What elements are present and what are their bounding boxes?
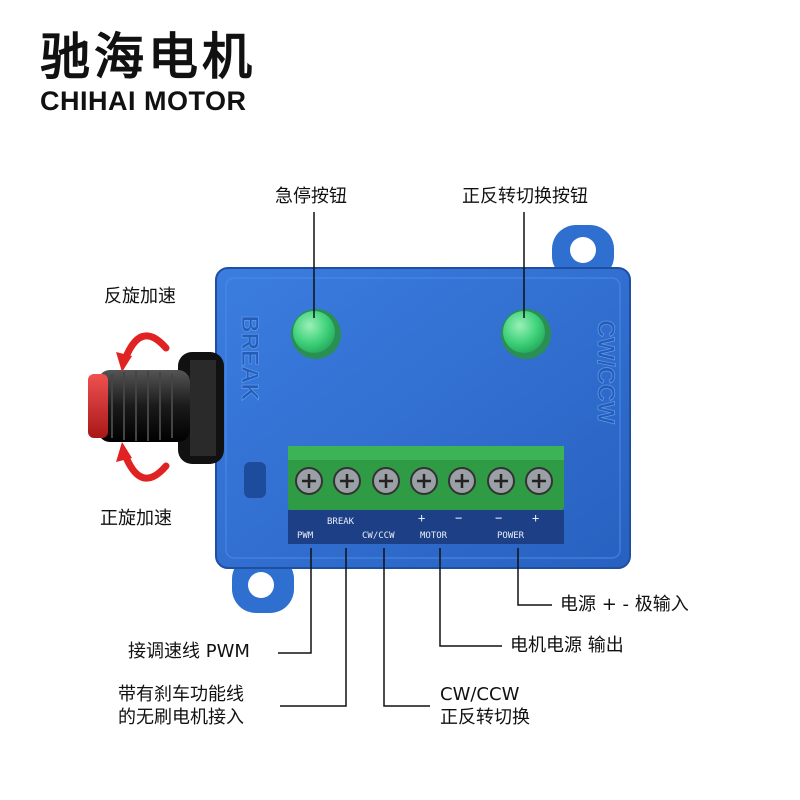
terminal-screw[interactable] bbox=[372, 467, 400, 495]
silk-power-plus: + bbox=[532, 511, 539, 525]
terminal-screw[interactable] bbox=[525, 467, 553, 495]
label-ccw-accelerate: 反旋加速 bbox=[104, 286, 176, 307]
pcb-silkscreen-area bbox=[288, 510, 564, 544]
terminal-screw[interactable] bbox=[410, 467, 438, 495]
label-cw-accelerate: 正旋加速 bbox=[100, 508, 172, 529]
mounting-ear-bottom-left bbox=[232, 555, 294, 613]
embossed-break-label: BREAK bbox=[236, 315, 263, 401]
embossed-cw-ccw-label: CW/CCW bbox=[592, 320, 619, 424]
ccw-rotation-arrow-icon bbox=[116, 332, 170, 372]
silk-power: POWER bbox=[497, 531, 525, 541]
silk-pwm: PWM bbox=[297, 531, 314, 541]
label-pwm-line: 接调速线 PWM bbox=[128, 641, 250, 662]
silk-power-minus: − bbox=[495, 511, 502, 525]
label-power-input: 电源 + - 极输入 bbox=[560, 594, 689, 615]
leader-cw-ccw bbox=[383, 548, 430, 707]
label-direction-switch: 正反转切换按钮 bbox=[462, 186, 588, 207]
silk-cw-ccw: CW/CCW bbox=[362, 531, 395, 541]
brand-name-chinese: 驰海电机 bbox=[40, 28, 256, 86]
label-brake-line: 带有刹车功能线 的无刷电机接入 bbox=[118, 684, 244, 729]
label-brake-line-2: 的无刷电机接入 bbox=[118, 706, 244, 728]
terminal-screw[interactable] bbox=[333, 467, 361, 495]
emergency-stop-button[interactable] bbox=[291, 309, 341, 359]
speed-knob[interactable] bbox=[88, 352, 224, 464]
silk-break: BREAK bbox=[327, 517, 355, 527]
leader-pwm bbox=[278, 548, 312, 654]
brand-name-english: CHIHAI MOTOR bbox=[40, 86, 247, 116]
leader-brake bbox=[280, 548, 347, 707]
silk-motor: MOTOR bbox=[420, 531, 448, 541]
direction-switch-button[interactable] bbox=[501, 309, 551, 359]
leader-motor-output bbox=[439, 548, 502, 647]
label-motor-output: 电机电源 输出 bbox=[510, 635, 624, 656]
mounting-ear-top-right bbox=[552, 225, 614, 280]
terminal-screw[interactable] bbox=[295, 467, 323, 495]
silk-motor-plus: + bbox=[418, 511, 425, 525]
label-brake-line-1: 带有刹车功能线 bbox=[118, 684, 244, 705]
side-slot bbox=[244, 462, 266, 498]
label-cw-ccw-line: CW/CCW 正反转切换 bbox=[440, 684, 530, 729]
cw-rotation-arrow-icon bbox=[116, 442, 170, 482]
terminal-block bbox=[288, 446, 564, 510]
label-cw-ccw-line-2: 正反转切换 bbox=[440, 706, 530, 728]
label-emergency-stop: 急停按钮 bbox=[275, 186, 347, 207]
label-cw-ccw-line-1: CW/CCW bbox=[440, 684, 520, 705]
leader-power-input bbox=[517, 548, 552, 606]
terminal-screw[interactable] bbox=[487, 467, 515, 495]
terminal-screw[interactable] bbox=[448, 467, 476, 495]
silk-motor-minus: − bbox=[455, 511, 462, 525]
